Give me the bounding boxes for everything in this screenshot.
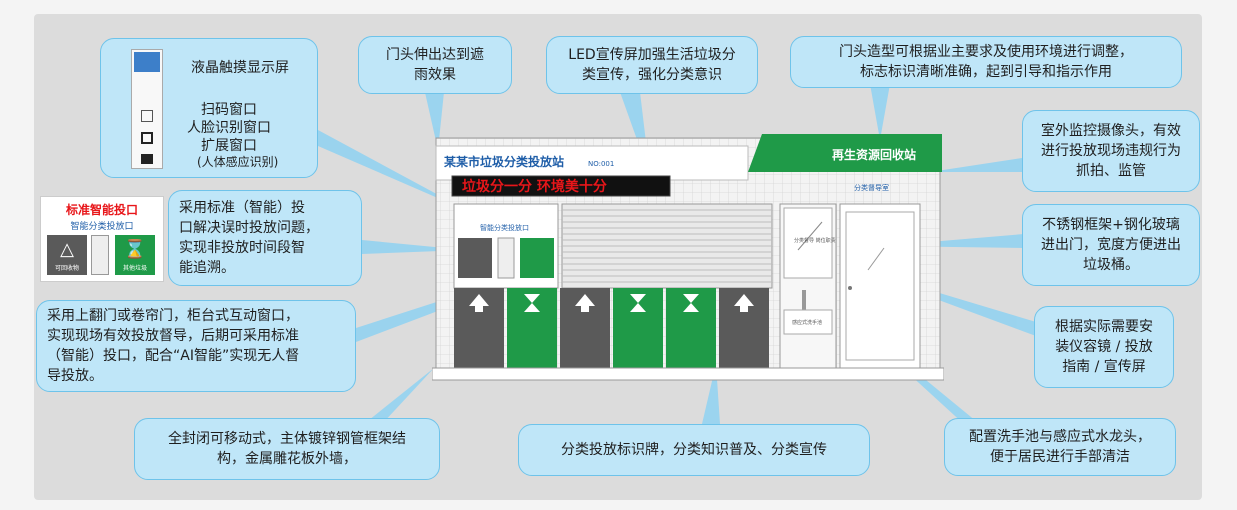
inset-control: [91, 235, 109, 275]
face-window-icon: [141, 132, 153, 144]
ext-window-icon: [141, 154, 153, 164]
inset-smart-slot: 标准智能投口 智能分类投放口 △ 可回收物 ⌛ 其他垃圾: [40, 196, 164, 282]
callout-rollup: 采用上翻门或卷帘门，柜台式互动窗口， 实现现场有效投放督导，后期可采用标准 （智…: [36, 300, 356, 392]
screen-label: 液晶触摸显示屏: [191, 60, 289, 76]
hourglass-icon: [630, 294, 646, 312]
pointer-frame: [364, 368, 434, 424]
callout-signage: 分类投放标识牌，分类知识普及、分类宣传: [518, 424, 870, 476]
callout-mirror: 根据实际需要安 装仪容镜 / 投放 指南 / 宣传屏: [1034, 306, 1174, 388]
inset-screen: 液晶触摸显示屏 扫码窗口 人脸识别窗口 扩展窗口 (人体感应识别): [100, 38, 318, 178]
led-screen: [451, 175, 671, 197]
door-handle: [848, 286, 852, 290]
touch-screen: [134, 52, 160, 72]
mirror-board: [783, 207, 833, 279]
glass-door-pane: [845, 211, 915, 361]
ext-note: (人体感应识别): [197, 155, 279, 169]
callout-sink: 配置洗手池与感应式水龙头， 便于居民进行手部清洁: [944, 418, 1176, 476]
callout-smart: 采用标准（智能）投 口解决误时投放问题， 实现非投放时间段智 能追溯。: [168, 190, 362, 286]
callout-led: LED宣传屏加强生活垃圾分 类宣传，强化分类意识: [546, 36, 758, 94]
scan-label: 扫码窗口: [201, 102, 257, 118]
touch-screen-device: [131, 49, 163, 169]
kiosk-station: 某某市垃圾分类投放站 NO:001 再生资源回收站 垃圾分一分 环境美十分 分类…: [432, 134, 944, 381]
hourglass-icon: ⌛: [123, 239, 147, 260]
callout-door: 不锈钢框架+钢化玻璃 进出门，宽度方便进出 垃圾桶。: [1022, 204, 1200, 286]
recycle-icon: [734, 294, 754, 312]
qr-window-icon: [141, 110, 153, 122]
smart-control: [497, 237, 515, 279]
recycle-icon: [469, 294, 489, 312]
pointer-camera: [930, 158, 1022, 172]
recycle-icon: △: [60, 239, 74, 260]
callout-frame: 全封闭可移动式，主体镀锌钢管框架结 构，金属雕花板外墙，: [134, 418, 440, 480]
sink-label: 感应式洗手池: [792, 319, 822, 326]
supervision-label: 分类督导室: [854, 183, 889, 192]
pointer-screen: [318, 130, 470, 212]
inset-bin-gray-label: 可回收物: [54, 265, 79, 272]
mirror-glare: [797, 221, 823, 251]
station-name: 某某市垃圾分类投放站: [444, 154, 564, 169]
callout-canopy: 门头伸出达到遮 雨效果: [358, 36, 512, 94]
inset-bin-green: ⌛ 其他垃圾: [115, 235, 155, 275]
callout-facade: 门头造型可根据业主要求及使用环境进行调整， 标志标识清晰准确，起到引导和指示作用: [790, 36, 1182, 88]
recycle-icon: [575, 294, 595, 312]
led-text: 垃圾分一分 环境美十分: [462, 178, 607, 195]
faucet: [802, 290, 806, 312]
station-base: [432, 367, 944, 381]
sink-panel: [783, 309, 833, 335]
hourglass-icon: [683, 294, 699, 312]
hourglass-icon: [524, 294, 540, 312]
face-label: 人脸识别窗口: [187, 120, 271, 136]
board-text: 分类督导 岗位职责: [794, 237, 836, 244]
station-code: NO:001: [588, 160, 614, 168]
recycle-banner-text: 再生资源回收站: [832, 147, 916, 162]
inset-bin-green-label: 其他垃圾: [122, 265, 147, 272]
inset-smart-title: 标准智能投口: [65, 203, 138, 217]
station-header: [435, 145, 749, 181]
pointer-facade: [870, 84, 890, 140]
inset-smart-subtitle: 智能分类投放口: [70, 222, 134, 232]
smart-bin-gray: [458, 238, 492, 278]
door-glare: [867, 247, 885, 271]
recycle-banner: [748, 134, 942, 172]
glass-door: [839, 203, 921, 369]
ext-label: 扩展窗口: [201, 138, 257, 154]
smart-panel-label: 智能分类投放口: [480, 223, 529, 232]
smart-bin-green: [520, 238, 554, 278]
callout-camera: 室外监控摄像头，有效 进行投放现场违规行为 抓拍、监管: [1022, 110, 1200, 192]
inset-bin-gray: △ 可回收物: [47, 235, 87, 275]
pointer-canopy: [424, 88, 444, 150]
